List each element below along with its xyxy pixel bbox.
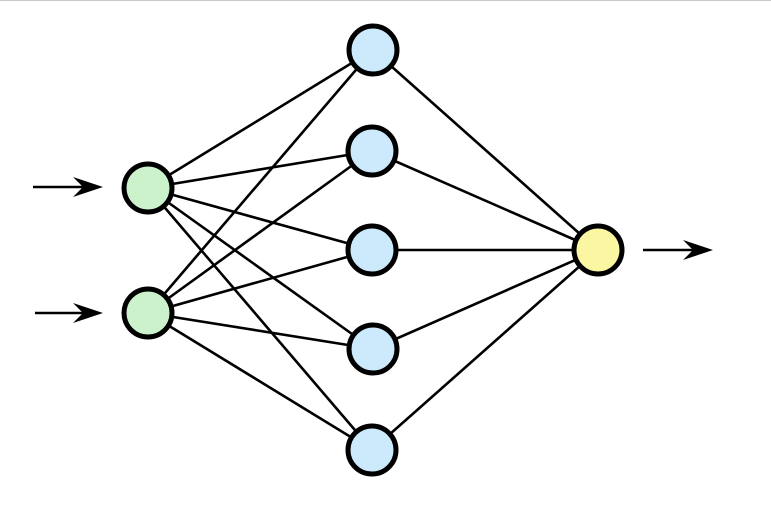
edge-i2-h2 [147,149,373,315]
edge-h1-o1 [372,49,599,251]
node-hidden-1 [346,23,400,77]
input-arrow-1 [33,177,103,197]
edge-i1-h1 [147,48,374,190]
edge-i2-h3 [147,248,373,315]
edge-h2-o1 [371,149,599,252]
edge-i1-h5 [147,187,373,451]
input-arrow-2-head [73,303,103,323]
input-arrow-1-head [73,177,103,197]
edge-h4-o1 [372,248,599,351]
top-border-line [0,0,771,1]
output-arrow [643,240,713,260]
node-hidden-3 [345,223,399,277]
edge-i1-h4 [147,186,374,351]
edge-i2-h1 [147,49,374,314]
edge-i2-h5 [147,311,373,452]
input-arrow-2 [35,303,103,323]
node-hidden-5 [345,423,399,477]
edge-i1-h3 [147,186,373,252]
edge-h5-o1 [371,249,599,451]
output-arrow-head [683,240,713,260]
node-hidden-2 [345,124,399,178]
edge-i2-h4 [147,311,374,351]
edge-i1-h2 [147,149,373,190]
node-input-1 [121,161,175,215]
node-input-2 [121,286,175,340]
node-hidden-4 [346,322,400,376]
node-output-1 [571,223,625,277]
